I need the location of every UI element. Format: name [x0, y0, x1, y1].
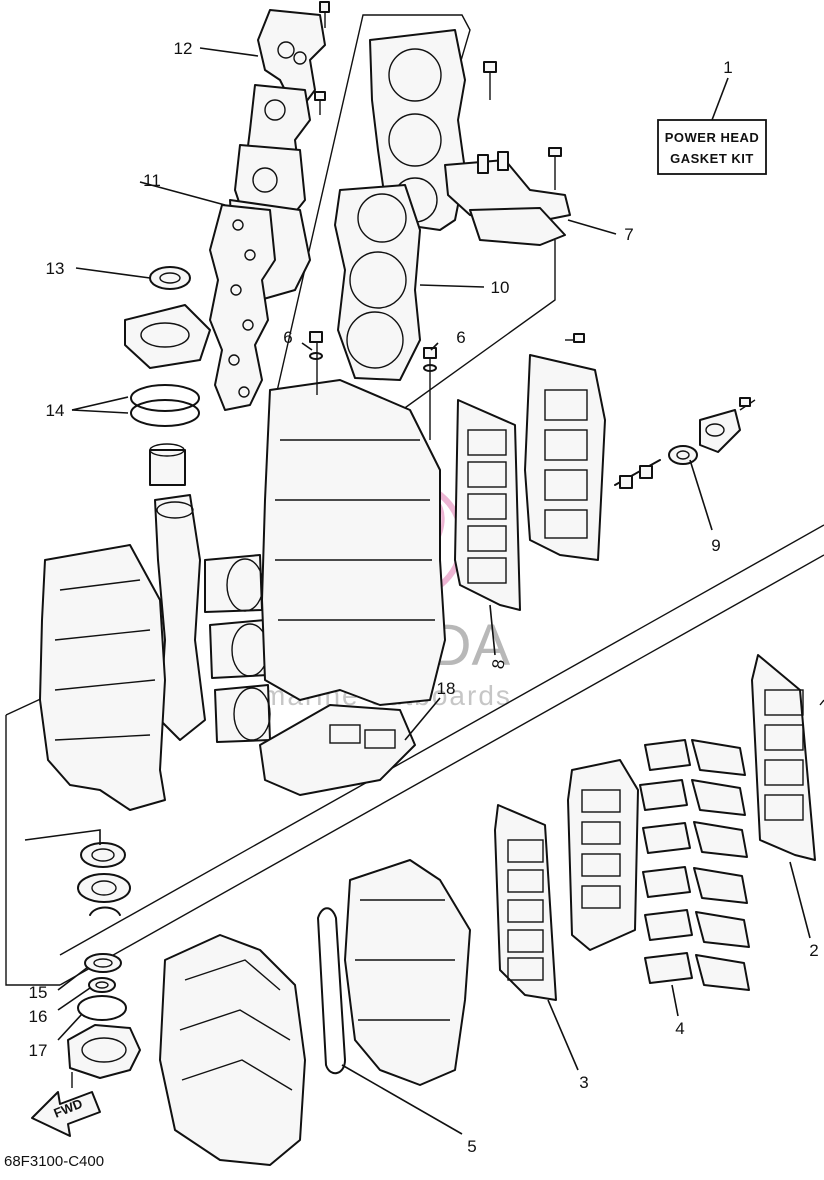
- callout-6-left: 6: [283, 328, 292, 347]
- callout-4: 4: [675, 1019, 684, 1038]
- callout-numbers: 1 2 3 4 5 6 6 7 8 9 10 11 12 13 14 15 16…: [29, 39, 819, 1156]
- callout-3: 3: [579, 1073, 588, 1092]
- part-5-seal-strip: [317, 907, 346, 1075]
- callout-16: 16: [29, 1007, 48, 1026]
- callout-17: 17: [29, 1041, 48, 1060]
- callout-1: 1: [723, 58, 732, 77]
- part-7-exhaust-cover: [444, 147, 571, 246]
- callout-11: 11: [143, 171, 161, 190]
- part-11-gasket: [209, 204, 276, 411]
- part-13-oil-seal: [149, 266, 191, 290]
- part-6-bolts: [309, 331, 437, 372]
- gasket-kit-box: POWER HEAD GASKET KIT: [657, 119, 767, 175]
- exhaust-plate: [524, 333, 606, 561]
- crankcase: [39, 544, 166, 811]
- intake-silencer: [159, 934, 306, 1166]
- part-4-reed-valves: [639, 739, 750, 991]
- callout-5: 5: [467, 1137, 476, 1156]
- cylinder-block: [261, 335, 446, 706]
- callout-6-right: 6: [456, 328, 465, 347]
- part-15-oil-seal: [84, 953, 122, 973]
- part-14-o-rings: [130, 384, 200, 427]
- lower-bearing-parts: [77, 842, 131, 916]
- part-17-o-ring: [77, 995, 127, 1021]
- crankshaft-bushing: [149, 443, 186, 486]
- callout-7: 7: [624, 225, 633, 244]
- kit-box-line1: POWER HEAD: [665, 130, 760, 145]
- callout-9: 9: [711, 536, 720, 555]
- callout-13: 13: [46, 259, 65, 278]
- leader-lines: [24, 47, 811, 1135]
- part-18-gasket: [259, 704, 416, 796]
- thermostat-stack: [229, 84, 326, 301]
- callout-14: 14: [46, 401, 65, 420]
- diagram-code: 68F3100-C400: [4, 1153, 104, 1170]
- callout-18: 18: [437, 679, 456, 698]
- reed-valve-plate: [567, 759, 639, 951]
- upper-bearing-cap: [124, 304, 211, 369]
- callout-15: 15: [29, 983, 48, 1002]
- crankshaft-pistons: [154, 494, 271, 743]
- callout-2: 2: [809, 941, 818, 960]
- intake-manifold: [344, 859, 471, 1086]
- part-2-gasket: [751, 654, 816, 861]
- part-3-gasket: [494, 804, 557, 1001]
- callout-8: 8: [488, 658, 508, 671]
- part-8-gasket: [454, 399, 521, 611]
- section-separators: [5, 14, 824, 986]
- lower-bearing-housing: [67, 1024, 141, 1088]
- part-16-oil-seal: [88, 977, 116, 993]
- part-10-head-gasket: [334, 184, 421, 381]
- callout-12: 12: [174, 39, 193, 58]
- part-9-thermostat: [614, 397, 756, 489]
- kit-box-line2: GASKET KIT: [670, 151, 754, 166]
- forward-arrow: FWD: [31, 1091, 101, 1137]
- cylinder-head: [369, 29, 497, 231]
- callout-10: 10: [491, 278, 510, 297]
